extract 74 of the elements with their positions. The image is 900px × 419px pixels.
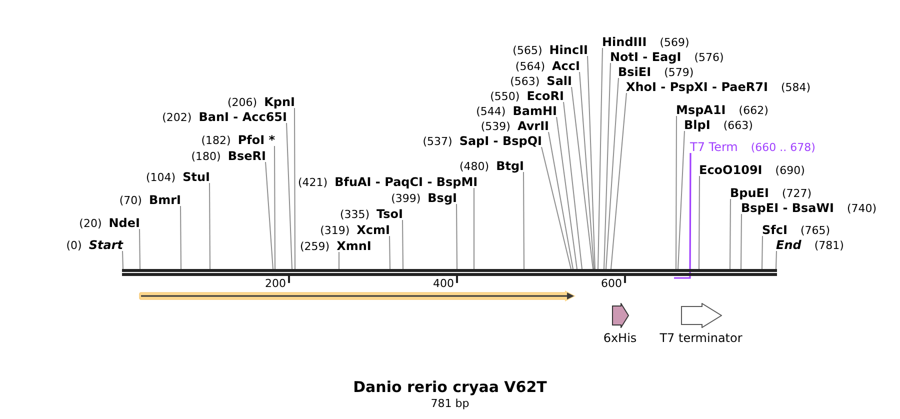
leader-line [776,250,777,270]
cut-site-label: BspEI - BsaWI (740) [741,200,877,214]
feature-label: 6xHis [603,331,637,345]
cut-site-label: (564) AccI [515,58,580,72]
leader-line [730,198,731,270]
leader-line [678,130,685,270]
cut-site-label: (544) BamHI [476,103,557,117]
leader-line [598,48,603,270]
leader-line [139,228,140,270]
leader-line [456,204,458,270]
cut-site-label: MspA1I (662) [676,102,768,116]
cut-site-label: (480) BtgI [459,158,524,172]
leader-line [523,172,524,270]
cut-site-label: (550) EcoRI [490,88,564,102]
leader-line [402,220,404,270]
caption: 781 bp [430,397,470,410]
cut-site-label: (259) XmnI [300,238,372,252]
leader-line [698,176,700,270]
diagram-title: Danio rerio cryaa V62T [353,378,547,396]
leader-line [674,153,692,279]
cut-site-label: (319) XcmI [320,222,390,236]
cut-site-label: BsiEI (579) [618,64,694,78]
leader-line [676,116,677,270]
leader-line [610,92,627,270]
cut-site-label: BpuEI (727) [730,185,812,199]
leader-line [740,214,742,270]
sequence-end-label: End (781) [776,237,844,251]
cut-site-label: (182) PfoI * [201,132,275,146]
leader-line [571,86,594,270]
cut-site-label: (399) BsgI [391,190,457,204]
cut-site-label: (202) BanI - Acc65I [162,109,287,123]
leader-line [556,116,578,270]
leader-line [606,78,619,270]
cut-site-label: SfcI (765) [762,222,830,236]
cut-site-label: BlpI (663) [684,117,753,131]
leader-line [541,146,572,270]
feature-label: T7 Term (660 .. 678) [690,139,816,153]
ruler-label: 200 [265,277,286,290]
cut-site-label: (421) BfuAI - PaqCI - BspMI [298,174,478,188]
sequence-start-label: (0) Start [66,237,123,251]
cut-site-label: (563) SalI [510,73,572,87]
cut-site-label: XhoI - PspXI - PaeR7I (584) [626,79,811,93]
cut-site-label: (104) StuI [146,169,210,183]
leader-line [604,62,611,270]
cut-site-label: (206) KpnI [228,94,295,108]
leader-line [209,182,210,270]
cut-site-label: (537) SapI - BspQI [422,133,542,147]
cut-site-label: (20) NdeI [79,215,140,229]
dna-backbone [122,269,777,276]
cut-site-label: (539) AvrII [480,118,549,132]
cut-site-label: (70) BmrI [119,192,181,206]
leader-line [579,72,594,270]
leader-line [286,122,292,270]
cut-site-label: (335) TsoI [340,206,403,220]
leader-line [274,146,276,270]
cut-site-label: NotI - EagI (576) [610,49,724,63]
ruler-label: 600 [601,277,622,290]
cut-site-label: (565) HincII [512,42,588,56]
leader-line [548,132,574,270]
leader-line [389,236,390,270]
cut-site-label: HindIII (569) [602,34,690,48]
leader-line [563,102,582,270]
cut-site-label: (180) BseRI [191,148,266,162]
leader-line [265,162,274,270]
leader-line [338,252,340,270]
orf-feature-band [139,290,576,302]
leader-line [587,56,596,270]
leader-line [180,206,182,270]
leader-line [762,236,763,270]
cut-site-label: EcoO109I (690) [699,162,805,176]
leader-line [122,250,124,270]
ruler-label: 400 [433,277,454,290]
leader-line [294,108,296,270]
feature-label: T7 terminator [660,331,742,345]
